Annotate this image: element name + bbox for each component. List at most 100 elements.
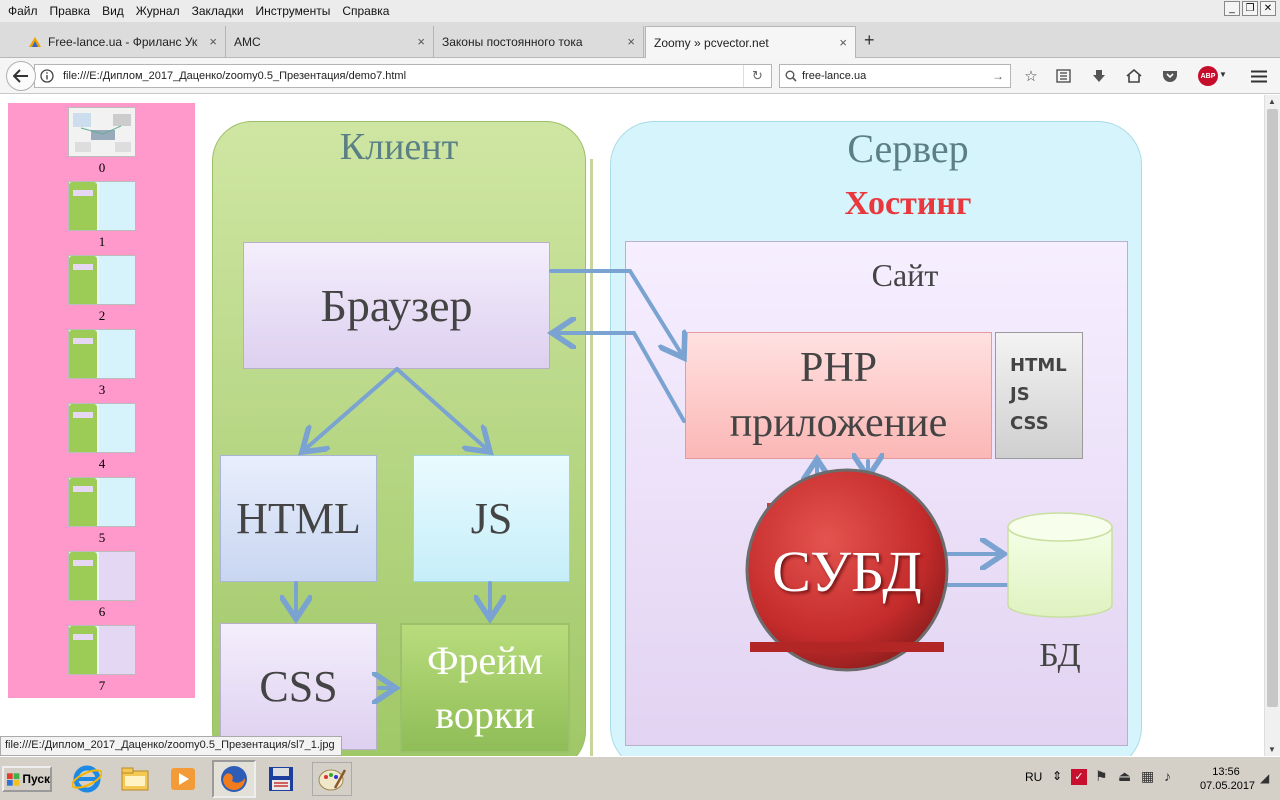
tab-title: AMC [234, 35, 261, 49]
slide-thumbnail[interactable]: 4 [68, 403, 136, 477]
frameworks-box: Фрейм ворки [400, 623, 570, 753]
flag-tray-icon[interactable]: ⚑ [1095, 768, 1108, 784]
bookmarks-library-icon[interactable] [1053, 66, 1073, 86]
slide-thumbnail[interactable]: 6 [68, 551, 136, 625]
search-icon [780, 70, 802, 82]
volume-tray-icon[interactable]: ♪ [1164, 768, 1171, 784]
chevron-down-icon[interactable]: ▼ [1219, 70, 1227, 79]
search-bar[interactable]: free-lance.ua → [779, 64, 1011, 88]
db-label: БД [1039, 637, 1081, 674]
hosting-label: Хостинг [844, 185, 972, 222]
taskbar: Пуск RU ⇕ ✓ ⚑ ⏏ ▦ ♪ 13:56 07.05.2017 ◢ [0, 756, 1280, 800]
hamburger-menu-icon[interactable] [1249, 66, 1269, 86]
thumbnail-image [68, 255, 136, 305]
slide-thumbnail[interactable]: 0 [68, 107, 136, 181]
navigation-bar: file:///E:/Диплом_2017_Даценко/zoomy0.5_… [0, 58, 1280, 94]
dbms-label: СУБД [772, 538, 922, 604]
menu-view[interactable]: Вид [102, 4, 124, 18]
browser-box: Браузер [243, 242, 550, 369]
floppy-save-icon[interactable] [264, 762, 298, 796]
tab-freelance[interactable]: Free-lance.ua - Фриланс Украи × [20, 26, 226, 58]
paint-icon[interactable] [312, 762, 352, 796]
back-button[interactable] [6, 61, 36, 91]
address-bar[interactable]: file:///E:/Диплом_2017_Даценко/zoomy0.5_… [34, 64, 772, 88]
slide-thumbnail[interactable]: 1 [68, 181, 136, 255]
vertical-scrollbar[interactable]: ▲ ▼ [1264, 95, 1280, 756]
slide-thumbnail-strip: 0 1 2 3 4 5 6 7 [8, 103, 195, 698]
url-text[interactable]: file:///E:/Диплом_2017_Даценко/zoomy0.5_… [63, 70, 407, 82]
thumbnail-number: 3 [98, 382, 106, 397]
tab-bar: Free-lance.ua - Фриланс Украи × AMC × За… [0, 22, 1280, 58]
back-arrow-icon [13, 69, 28, 83]
slide-thumbnail[interactable]: 2 [68, 255, 136, 329]
new-tab-button[interactable]: + [864, 30, 875, 50]
thumbnail-number: 1 [98, 234, 106, 249]
antivirus-tray-icon[interactable]: ✓ [1071, 769, 1087, 785]
home-icon[interactable] [1124, 66, 1144, 86]
tab-dc-laws[interactable]: Законы постоянного тока × [434, 26, 644, 58]
tab-title: Free-lance.ua - Фриланс Украи [48, 35, 198, 49]
start-button[interactable]: Пуск [2, 766, 52, 792]
tab-amc[interactable]: AMC × [226, 26, 434, 58]
php-line2: приложение [729, 399, 948, 446]
network-tray-icon[interactable]: ▦ [1141, 768, 1155, 784]
tab-title: Законы постоянного тока [442, 35, 583, 49]
windows-logo-icon [7, 772, 20, 786]
menu-edit[interactable]: Правка [49, 4, 91, 18]
pocket-icon[interactable] [1160, 66, 1180, 86]
scroll-up-icon[interactable]: ▲ [1268, 97, 1276, 106]
adblock-plus-icon[interactable]: ABP [1198, 66, 1218, 86]
file-explorer-icon[interactable] [118, 762, 152, 796]
server-title: Сервер [847, 126, 969, 171]
restore-window-button[interactable]: ❐ [1242, 1, 1258, 16]
clock-time: 13:56 [1212, 766, 1240, 778]
minimize-window-button[interactable]: _ [1224, 1, 1240, 16]
database-cylinder-icon [1007, 512, 1113, 618]
site-label: Сайт [871, 257, 939, 293]
menu-tools[interactable]: Инструменты [255, 4, 331, 18]
search-input[interactable]: free-lance.ua [802, 70, 867, 82]
downloads-icon[interactable] [1089, 66, 1109, 86]
menu-bar: Файл Правка Вид Журнал Закладки Инструме… [0, 0, 1280, 22]
usb-tray-icon[interactable]: ⏏ [1118, 768, 1132, 784]
tray-clock[interactable]: 13:56 07.05.2017 [1200, 765, 1256, 793]
close-tab-icon[interactable]: × [839, 35, 847, 50]
html-box: HTML [220, 455, 377, 582]
menu-help[interactable]: Справка [342, 4, 390, 18]
internet-explorer-icon[interactable] [70, 762, 104, 796]
notification-icon[interactable]: ◢ [1260, 771, 1270, 785]
arrow-browser-php [549, 269, 684, 358]
static-html-label: HTML [1010, 355, 1067, 377]
reload-icon[interactable]: ↻ [743, 65, 771, 87]
bookmark-star-icon[interactable]: ☆ [1024, 68, 1038, 85]
page-content: 0 1 2 3 4 5 6 7 [0, 95, 1264, 756]
scrollbar-thumb[interactable] [1267, 109, 1278, 707]
thumbnail-image [68, 477, 136, 527]
close-window-button[interactable]: ✕ [1260, 1, 1276, 16]
slide-thumbnail[interactable]: 3 [68, 329, 136, 403]
media-player-icon[interactable] [166, 762, 200, 796]
close-tab-icon[interactable]: × [417, 34, 425, 49]
search-go-icon[interactable]: → [992, 69, 1004, 83]
firefox-taskbar-button[interactable] [212, 760, 256, 798]
thumbnail-number: 6 [98, 604, 106, 619]
site-info-icon[interactable] [35, 69, 59, 83]
close-tab-icon[interactable]: × [209, 34, 217, 49]
firefox-icon [221, 766, 247, 792]
close-tab-icon[interactable]: × [627, 34, 635, 49]
menu-history[interactable]: Журнал [135, 4, 180, 18]
slide-thumbnail[interactable]: 7 [68, 625, 136, 699]
tab-zoomy[interactable]: Zoomy » pcvector.net × [645, 26, 856, 58]
slide-thumbnail[interactable]: 5 [68, 477, 136, 551]
static-files-box: HTML JS CSS [995, 332, 1083, 459]
clock-date: 07.05.2017 [1200, 780, 1256, 792]
scroll-down-icon[interactable]: ▼ [1268, 745, 1276, 754]
tray-expand-icon[interactable]: ⇕ [1052, 769, 1063, 783]
diagram-arrows [0, 269, 1113, 756]
menu-bookmarks[interactable]: Закладки [191, 4, 244, 18]
divider-line [590, 159, 593, 756]
language-indicator[interactable]: RU [1025, 770, 1043, 784]
menu-file[interactable]: Файл [8, 4, 38, 18]
thumbnail-image [68, 551, 136, 601]
static-js-label: JS [1010, 384, 1030, 406]
